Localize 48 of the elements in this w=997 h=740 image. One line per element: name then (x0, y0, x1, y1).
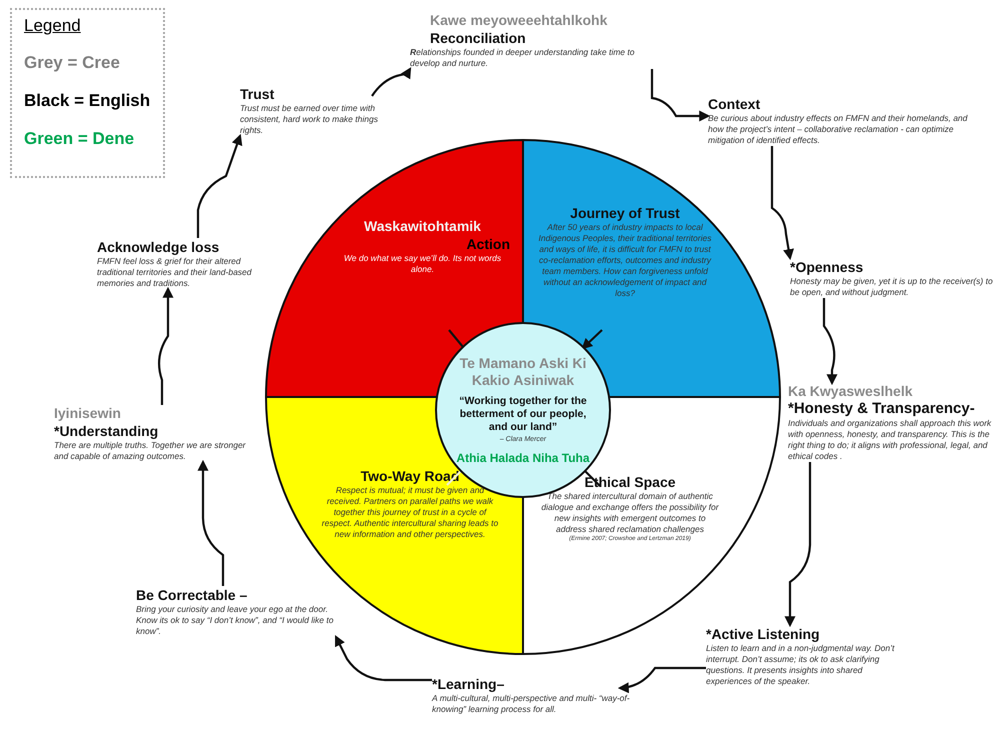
heading: *Openness (790, 258, 864, 276)
arrow (196, 134, 242, 238)
description: Trust must be earned over time with consistent, hard work to make things rights. (240, 103, 379, 136)
cree-term: Ka Kwyasweslhelk (788, 383, 914, 400)
heading: *Honesty & Transparency- (788, 400, 976, 418)
description: Respect is mutual; it must be given and received. Partners on parallel paths we walk together this journey of trust in a cycle of respect. Authentic intercultural sharing leads to new information and other perspectives. (320, 485, 500, 540)
quote: “Working together for the betterment of our people, and our land” (458, 395, 588, 434)
legend-entry: Grey = Cree (24, 53, 120, 73)
heading: Action (465, 235, 510, 253)
description: There are multiple truths. Together we are stronger and capable of amazing outcomes. (54, 440, 247, 462)
arrow (371, 67, 412, 97)
cree-term: Te Mamano Aski Ki Kakio Asiniwak (458, 355, 588, 389)
heading: Reconciliation (429, 29, 527, 47)
arrow (650, 69, 710, 122)
heading: Be Correctable – (136, 586, 248, 604)
description: Relationships founded in deeper understanding take time to develop and nurture. (410, 47, 636, 69)
description: FMFN feel loss & grief for their altered traditional territories and their land-based memories and traditions. (97, 256, 253, 289)
description: We do what we say we’ll do. Its not words alone. (342, 253, 502, 275)
legend-entry: Green = Dene (24, 129, 134, 149)
heading: *Understanding (54, 422, 160, 440)
heading: Acknowledge loss (97, 238, 220, 256)
legend-title: Legend (24, 16, 81, 36)
description: Individuals and organizations shall approach this work with openness, honesty, and transparency. This is the right thing to do; it aligns with professional, legal, and ethical codes . (788, 418, 992, 462)
legend-entry: Black = English (24, 91, 150, 111)
description: A multi-cultural, multi-perspective and multi- “way-of-knowing” learning process for all. (432, 693, 631, 715)
description: Honesty may be given, yet it is up to the receiver(s) to be open, and without judgment. (790, 276, 994, 298)
connector-line (448, 329, 464, 348)
dene-term: Athia Halada Niha Tuha (455, 451, 591, 465)
description: After 50 years of industry impacts to local Indigenous Peoples, their traditional territories and ways of life, it is difficult for FMFN to trust co-reclamation efforts, outcomes and industry team members. How can forgiveness unfold without an acknowledgement of impact and loss? (538, 222, 712, 299)
arrow (158, 286, 174, 405)
cree-term: Iyinisewin (54, 405, 122, 422)
arrow (581, 329, 603, 350)
description: Be curious about industry effects on FMFN and their homelands, and how the project’s intent – collaborative reclamation - can optimize mitigation of identified effects. (708, 113, 968, 146)
heading: Context (708, 95, 762, 113)
cree-term: Waskawitohtamik (363, 218, 482, 235)
description: Listen to learn and in a non-judgmental way. Don’t interrupt. Don’t assume; its ok to ask clarifying questions. It presents insights into shared experiences of the speaker. (706, 643, 896, 687)
description: Bring your curiosity and leave your ego at the door. Know its ok to say “I don’t know”, and “I would like to know”. (136, 604, 334, 637)
heading: Journey of Trust (569, 204, 681, 222)
cree-term: Kawe meyoweeehtahlkohk (429, 12, 608, 29)
arrow (784, 462, 812, 628)
arrow (770, 146, 794, 260)
arrow (618, 666, 706, 693)
arrow (198, 460, 224, 586)
heading: *Learning– (432, 675, 506, 693)
arrow (822, 298, 838, 386)
heading: *Active Listening (706, 625, 821, 643)
heading: Trust (240, 85, 276, 103)
arrow (335, 635, 432, 682)
